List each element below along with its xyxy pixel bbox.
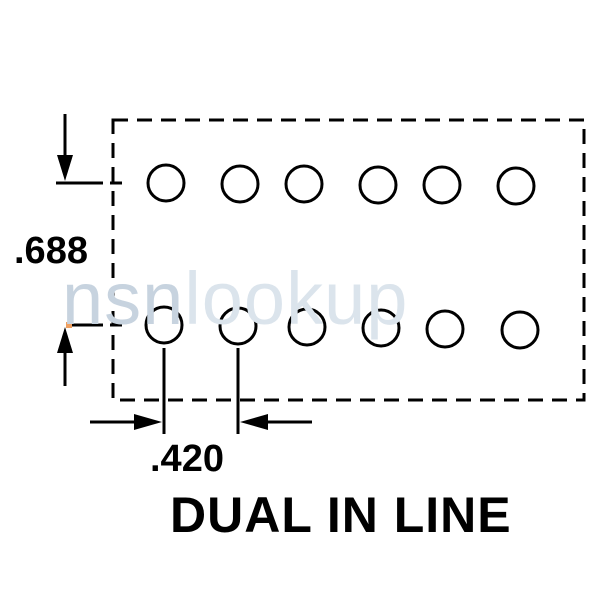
watermark-part-1: nsn <box>62 257 185 340</box>
watermark-part-2: lookup <box>184 257 409 340</box>
extension-accent-dot <box>66 322 72 328</box>
pin <box>284 164 324 204</box>
dimension-arrow-up <box>57 327 73 353</box>
vertical-dimension-label: .688 <box>14 230 88 272</box>
pin <box>500 310 540 350</box>
pin <box>496 166 536 206</box>
pin-row-bottom <box>144 305 540 350</box>
pin <box>144 305 184 345</box>
pin <box>358 165 398 205</box>
pin <box>220 164 260 204</box>
watermark: nsnlookup <box>62 262 408 336</box>
pin <box>287 307 327 347</box>
dimension-arrow-right <box>134 414 162 430</box>
horizontal-dimension-label: .420 <box>150 438 224 480</box>
dimension-arrow-down <box>57 155 73 181</box>
dimension-arrow-left <box>240 414 268 430</box>
diagram-caption: DUAL IN LINE <box>170 487 512 543</box>
pin <box>218 306 258 346</box>
pin <box>422 165 462 205</box>
pin-row-top <box>146 163 536 206</box>
pin <box>361 308 401 348</box>
package-outline <box>111 118 586 402</box>
pin <box>146 163 186 203</box>
pin <box>425 309 465 349</box>
